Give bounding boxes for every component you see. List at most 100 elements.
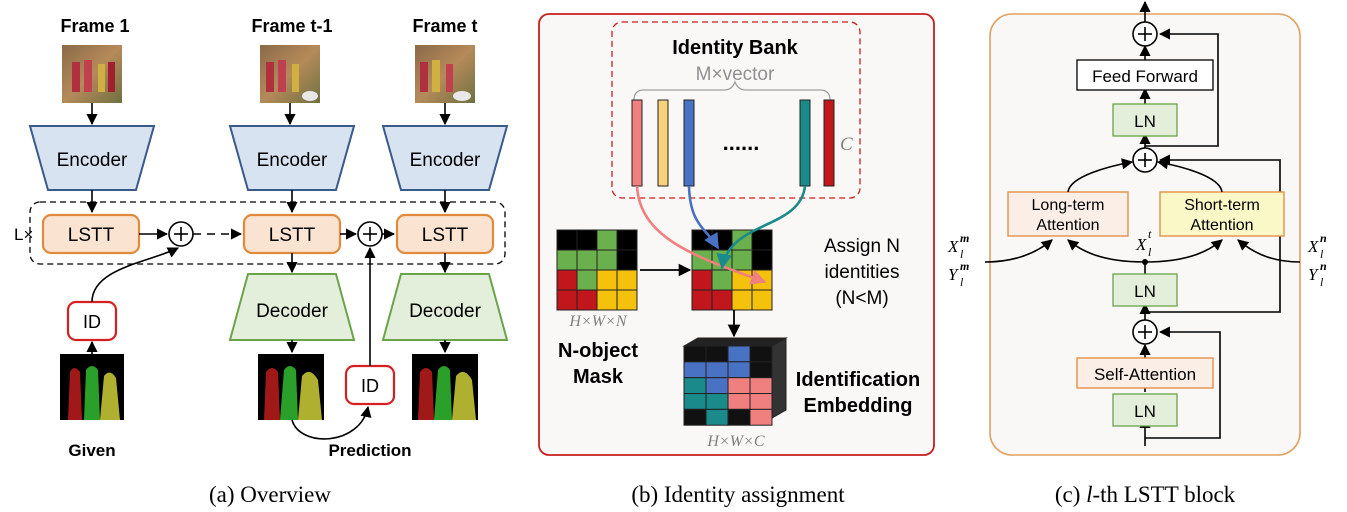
short-term-line-1: Short-term [1184,197,1260,214]
decoder-1: Decoder [228,273,356,341]
grid-cell [576,269,598,291]
embedding-cell [683,393,707,410]
encoder-label: Encoder [57,150,128,171]
identity-vector-m-1 [799,99,811,187]
panel-overview: Frame 1 Frame t-1 Frame t [14,16,509,507]
short-term-line-2: Attention [1190,217,1253,234]
embedding-dims-label: H×W×C [706,433,764,450]
plus-node-1 [168,221,194,247]
svg-text:X: X [947,237,959,256]
self-attention-box: Self-Attention [1076,357,1214,389]
grid-cell [691,289,713,311]
embedding-side [771,337,787,419]
embedding-cell [705,361,729,379]
embedding-cell [727,393,751,410]
plus-node-c1 [1132,319,1158,345]
grid-cell [711,289,733,311]
id-box-given: ID [66,300,118,342]
embedding-cell [749,345,773,363]
identity-vector-m [823,99,835,187]
decoder-label: Decoder [409,301,481,322]
assign-arrow-blue [687,185,720,250]
grid-cell [576,229,598,251]
lstt-label: LSTT [68,225,115,246]
embedding-cell [705,408,729,426]
embedding-cell [705,393,729,410]
plus-node-c3 [1132,21,1158,47]
grid-cell [711,229,733,251]
lstt-label: LSTT [422,225,469,246]
decoder-label: Decoder [256,301,328,322]
embedding-label-line-1: Identification [796,369,920,391]
embedding-cell [727,377,751,395]
frame-1-label: Frame 1 [60,16,129,36]
grid-cell [731,249,753,271]
prediction-label: Prediction [328,441,411,460]
frame-t-image [415,45,475,103]
n-object-mask-grid [556,229,638,311]
identity-bank-box [611,21,861,199]
ln-box-1: LN [1112,393,1178,427]
mask-label-line-1: N-object [558,340,638,362]
lstt-3: LSTT [395,213,495,255]
encoder-2: Encoder [228,125,356,191]
grid-cell [556,229,578,251]
svg-text:l: l [960,275,964,289]
grid-cell [556,249,578,271]
grid-cell [751,249,773,271]
embedding-cell [749,408,773,426]
embedding-cell [683,361,707,379]
embedding-cell [683,345,707,363]
grid-cell [731,289,753,311]
panel-identity-assignment: Identity Bank M×vector ...... C H×W×N N-… [538,13,935,507]
channel-symbol: C [840,134,853,155]
identity-vector-2 [657,99,669,187]
ln-label: LN [1134,112,1156,131]
grid-cell [751,289,773,311]
ln-label: LN [1134,282,1156,301]
prediction-mask-t [412,354,478,420]
svg-text:l: l [960,247,964,261]
long-term-line-1: Long-term [1032,197,1105,214]
grid-cell [596,249,618,271]
mask-label-line-2: Mask [573,366,624,388]
x-l-t-label: X t l [1135,227,1152,259]
grid-cell [576,249,598,271]
embedding-top [682,337,788,347]
layers-label: L× [14,225,33,244]
embedding-cell [749,393,773,410]
caption-overview: (a) Overview [209,482,331,507]
caption-lstt-block: (c) l-th LSTT block [1055,482,1236,507]
plus-node-2 [357,221,383,247]
identification-embedding-cube [682,337,788,426]
svg-text:m: m [960,259,969,273]
decoder-2: Decoder [381,273,509,341]
grid-cell [596,269,618,291]
embedding-cell [683,408,707,426]
identity-bank-title: Identity Bank [672,37,798,59]
grid-cell [596,229,618,251]
encoder-3: Encoder [381,125,509,191]
assign-arrow-teal [716,185,807,270]
identity-vector-1 [631,99,643,187]
feed-forward-box: Feed Forward [1076,59,1214,91]
ellipsis-label: ...... [723,130,760,155]
frame-t-label: Frame t [412,16,477,36]
self-attention-label: Self-Attention [1094,365,1196,384]
grid-cell [556,269,578,291]
embedding-cell [749,361,773,379]
id-box-prediction: ID [344,364,396,406]
ln-box-2: LN [1112,273,1178,307]
grid-cell [616,249,638,271]
encoder-label: Encoder [257,150,328,171]
given-label: Given [68,441,115,460]
svg-text:l: l [1320,275,1324,289]
identity-vector-3 [683,99,695,187]
frame-1-image [62,45,122,103]
caption-identity-assignment: (b) Identity assignment [631,482,845,507]
frame-t-1-image [260,45,320,103]
bank-size-label: M×vector [696,64,775,85]
y-l-n-label: Y n l [1308,259,1327,289]
plus-node-c2 [1132,147,1158,173]
